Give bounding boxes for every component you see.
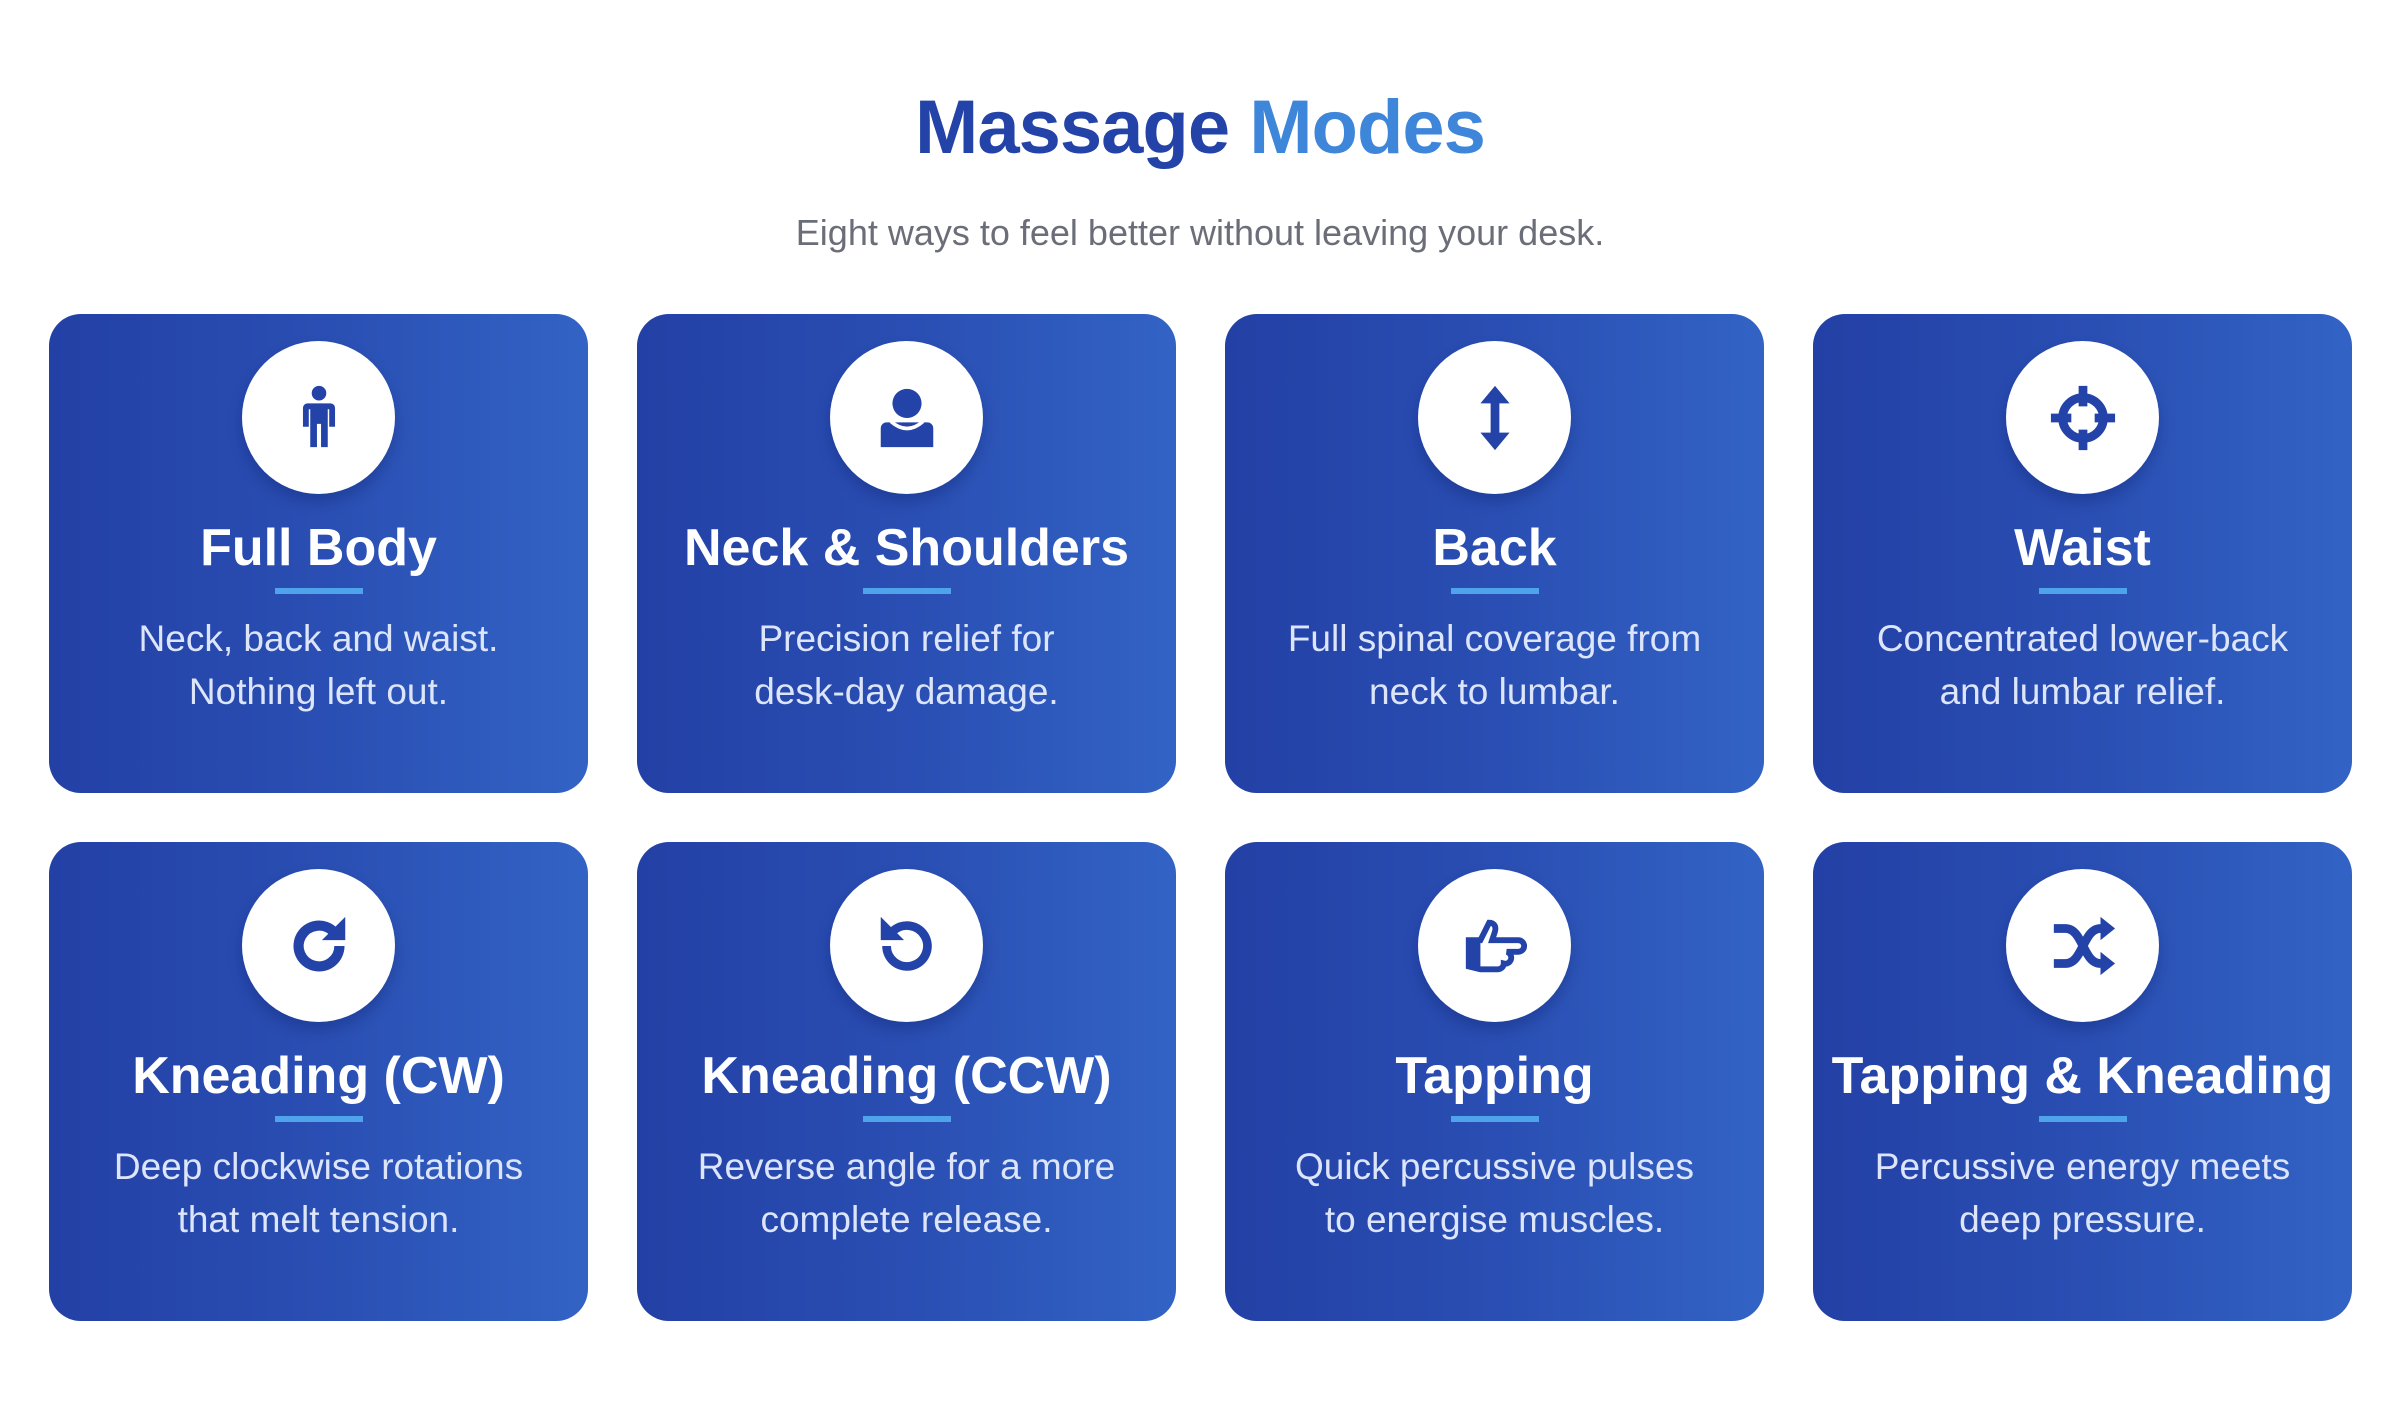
description-line: that melt tension. (177, 1199, 460, 1240)
mode-description: Concentrated lower-back and lumbar relief… (1833, 612, 2333, 718)
accent-divider (274, 588, 363, 594)
title-part-2: Modes (1249, 85, 1486, 170)
description-line: to energise muscles. (1324, 1199, 1665, 1240)
rotate-clockwise-icon-glyph (292, 916, 345, 971)
mode-title: Back (1432, 519, 1557, 577)
person-icon-glyph (302, 385, 335, 447)
title-part-1: Massage (915, 85, 1230, 170)
mode-description: Full spinal coverage from neck to lumbar. (1245, 612, 1745, 718)
mode-title: Neck & Shoulders (683, 519, 1130, 577)
description-line: Concentrated lower-back (1876, 618, 2289, 659)
mode-description: Precision relief for desk-day damage. (657, 612, 1157, 718)
user-icon-glyph (880, 388, 933, 447)
accent-divider (862, 1116, 951, 1122)
mode-card-full-body[interactable]: Full Body Neck, back and waist. Nothing l… (49, 314, 588, 793)
mode-description: Percussive energy meets deep pressure. (1833, 1140, 2333, 1246)
description-line: Quick percussive pulses (1295, 1146, 1694, 1187)
description-line: Reverse angle for a more (697, 1146, 1116, 1187)
accent-divider (274, 1116, 363, 1122)
mode-description: Neck, back and waist. Nothing left out. (69, 612, 569, 718)
mode-description: Reverse angle for a more complete release… (657, 1140, 1157, 1246)
vertical-arrows-icon-glyph (1479, 385, 1510, 450)
page-subtitle: Eight ways to feel better without leavin… (795, 212, 1605, 253)
shuffle-icon (2006, 869, 2159, 1022)
mode-card-back[interactable]: Back Full spinal coverage from neck to lu… (1225, 314, 1764, 793)
mode-title: Waist (2014, 519, 2151, 577)
crosshair-icon (2006, 341, 2159, 494)
description-line: complete release. (760, 1199, 1053, 1240)
page-title: Massage Modes (0, 84, 2400, 171)
mode-card-tapping-kneading[interactable]: Tapping & Kneading Percussive energy mee… (1813, 842, 2352, 1321)
mode-title: Kneading (CW) (132, 1047, 505, 1105)
description-line: deep pressure. (1959, 1199, 2206, 1240)
shuffle-icon-glyph (2053, 916, 2115, 975)
mode-description: Deep clockwise rotations that melt tensio… (69, 1140, 569, 1246)
mode-card-waist[interactable]: Waist Concentrated lower-back and lumbar … (1813, 314, 2352, 793)
accent-divider (2038, 588, 2127, 594)
description-line: Nothing left out. (188, 671, 449, 712)
accent-divider (1450, 588, 1539, 594)
mode-card-neck-shoulders[interactable]: Neck & Shoulders Precision relief for des… (637, 314, 1176, 793)
mode-title: Kneading (CCW) (701, 1047, 1112, 1105)
description-line: Neck, back and waist. (138, 618, 499, 659)
description-line: Precision relief for (758, 618, 1055, 659)
mode-title: Tapping & Kneading (1831, 1047, 2334, 1105)
vertical-arrows-icon (1418, 341, 1571, 494)
accent-divider (1450, 1116, 1539, 1122)
description-line: Full spinal coverage from (1287, 618, 1702, 659)
pointing-hand-icon-glyph (1465, 919, 1527, 972)
mode-card-kneading-ccw[interactable]: Kneading (CCW) Reverse angle for a more c… (637, 842, 1176, 1321)
mode-card-kneading-cw[interactable]: Kneading (CW) Deep clockwise rotations th… (49, 842, 588, 1321)
description-line: and lumbar relief. (1939, 671, 2226, 712)
description-line: neck to lumbar. (1369, 671, 1620, 712)
description-line: Percussive energy meets (1874, 1146, 2291, 1187)
person-icon (242, 341, 395, 494)
pointing-hand-icon (1418, 869, 1571, 1022)
description-line: desk-day damage. (754, 671, 1059, 712)
crosshair-icon-glyph (2050, 385, 2115, 450)
user-icon (830, 341, 983, 494)
description-line: Deep clockwise rotations (113, 1146, 524, 1187)
mode-title: Full Body (200, 519, 437, 577)
rotate-counterclockwise-icon (830, 869, 983, 1022)
rotate-counterclockwise-icon-glyph (880, 916, 932, 971)
mode-title: Tapping (1395, 1047, 1594, 1105)
accent-divider (862, 588, 951, 594)
accent-divider (2038, 1116, 2127, 1122)
mode-description: Quick percussive pulses to energise muscl… (1245, 1140, 1745, 1246)
mode-card-tapping[interactable]: Tapping Quick percussive pulses to energi… (1225, 842, 1764, 1321)
modes-grid: Full Body Neck, back and waist. Nothing l… (49, 314, 2352, 1321)
rotate-clockwise-icon (242, 869, 395, 1022)
